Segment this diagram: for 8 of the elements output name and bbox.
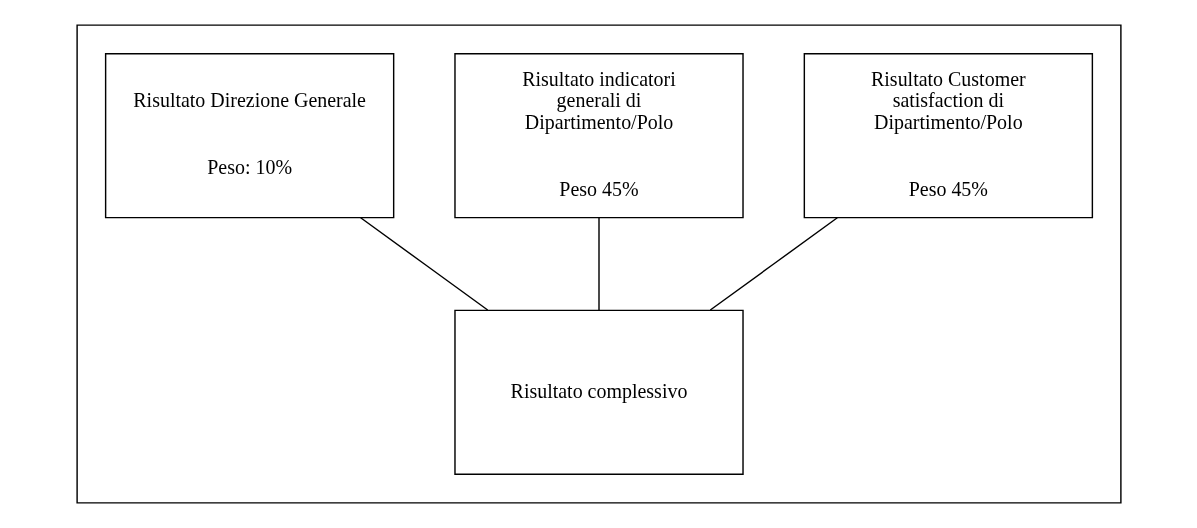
node-box: Risultato Customer satisfaction di Dipartimento/Polo Peso 45% [803,52,1093,219]
connector [359,217,488,311]
connector [709,217,838,311]
node-box: Risultato Direzione Generale Peso: 10% [104,52,394,219]
connector [597,217,600,311]
node-box: Risultato indicatori generali di Dipartimento/Polo Peso 45% [453,52,744,219]
node-box: Risultato complessivo [453,309,744,476]
cluster [75,24,1122,504]
